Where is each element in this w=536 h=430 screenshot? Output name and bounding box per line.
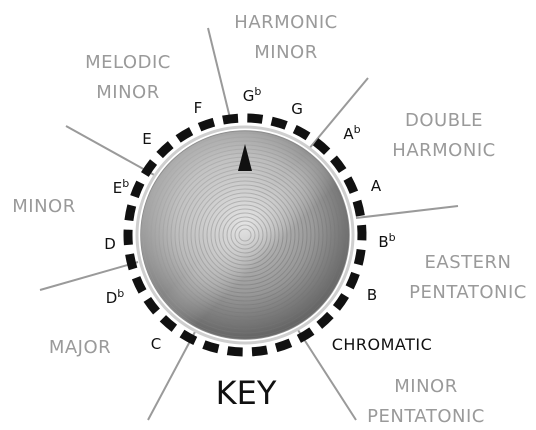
scale-option-minor[interactable]: MINOR <box>12 196 75 217</box>
scale-option-major[interactable]: MAJOR <box>49 337 111 358</box>
note-label: Ab <box>343 123 360 143</box>
note-label: B <box>367 286 377 304</box>
ring-dash <box>129 206 132 221</box>
note-label: G <box>291 100 303 118</box>
ring-dash <box>272 121 287 125</box>
ring-dash <box>228 351 243 352</box>
note-label: A <box>371 177 382 195</box>
ring-dash <box>136 278 142 292</box>
ring-dash <box>163 318 174 328</box>
ring-dash <box>160 145 171 155</box>
note-label: Bb <box>378 231 395 251</box>
divider-line <box>208 28 230 118</box>
note-label: Db <box>106 287 125 307</box>
ring-dash <box>350 273 356 287</box>
ring-dash <box>178 131 191 139</box>
ring-dash <box>134 183 140 197</box>
ring-dash <box>334 158 343 170</box>
ring-dash <box>336 296 345 308</box>
knob-title: KEY <box>216 374 277 412</box>
note-label: Gb <box>243 85 262 105</box>
ring-dash <box>204 345 219 349</box>
ring-dash <box>223 118 238 120</box>
note-label: Eb <box>113 177 129 197</box>
ring-dash <box>200 122 214 127</box>
ring-dash <box>319 315 330 325</box>
divider-line <box>356 206 458 218</box>
divider-line <box>40 262 138 290</box>
ring-dash <box>276 343 290 348</box>
note-label: D <box>104 235 116 253</box>
ring-dash <box>252 350 267 352</box>
note-label: F <box>194 99 203 117</box>
key-knob[interactable] <box>137 127 353 343</box>
ring-dash <box>347 179 353 193</box>
note-label: E <box>142 130 151 148</box>
ring-dash <box>130 254 133 269</box>
ring-dash <box>145 162 154 174</box>
scale-option-chromatic[interactable]: CHROMATIC <box>332 335 433 354</box>
ring-dash <box>299 331 312 339</box>
ring-dash <box>357 201 360 216</box>
ring-dash <box>358 250 361 265</box>
ring-dash <box>316 142 327 152</box>
note-label: C <box>151 335 161 353</box>
ring-dash <box>247 118 262 119</box>
ring-dash <box>295 129 308 136</box>
divider-line <box>308 78 368 150</box>
ring-dash <box>147 299 156 311</box>
